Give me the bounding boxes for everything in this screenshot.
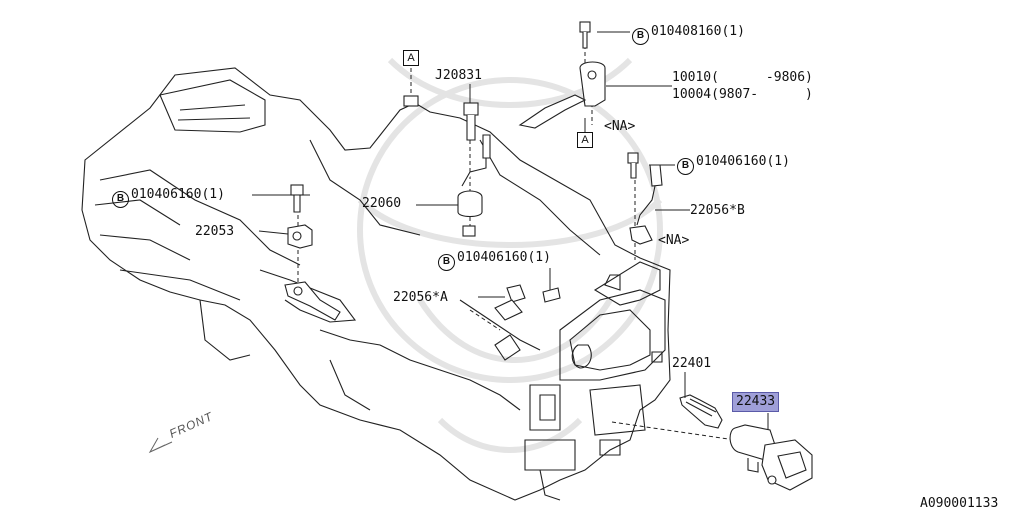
b-marker-icon: B <box>677 158 694 175</box>
b-marker-icon: B <box>632 28 649 45</box>
engine-outline <box>81 67 671 501</box>
ref-a-top: A <box>403 50 419 66</box>
label-22056b: 22056*B <box>690 203 745 218</box>
label-j20831: J20831 <box>435 68 482 83</box>
label-22401: 22401 <box>672 356 712 371</box>
label-22056a: 22056*A <box>393 290 448 305</box>
front-arrow-icon <box>148 437 173 454</box>
label-bracket-10010: 10010( -9806) <box>672 70 813 85</box>
label-22433-highlighted[interactable]: 22433 <box>732 392 780 412</box>
b-marker-icon: B <box>438 254 455 271</box>
diagram-code: A090001133 <box>920 496 999 511</box>
label-22060: 22060 <box>362 196 402 211</box>
label-bracket-10004: 10004(9807- ) <box>672 87 813 102</box>
label-22053: 22053 <box>195 224 235 239</box>
label-na-sensor: <NA> <box>658 233 690 248</box>
b-marker-icon: B <box>112 191 129 208</box>
label-na-bracket: <NA> <box>604 119 636 134</box>
ref-a-bracket: A <box>577 132 593 148</box>
